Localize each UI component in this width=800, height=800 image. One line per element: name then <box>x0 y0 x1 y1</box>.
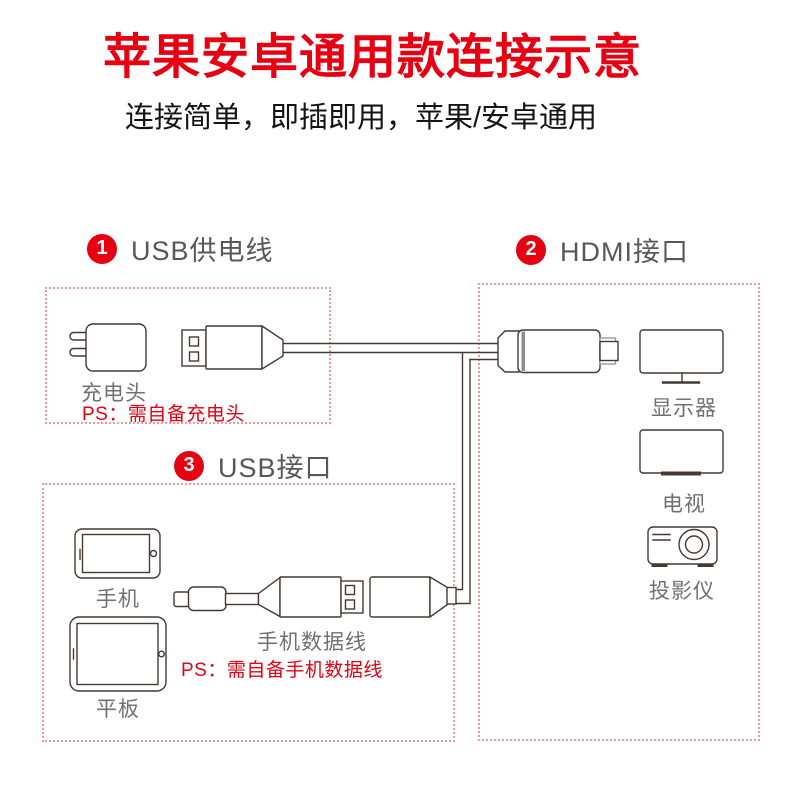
projector-label: 投影仪 <box>649 580 715 603</box>
usb-port-dashed-box <box>42 483 455 742</box>
data-cable-label: 手机数据线 <box>257 631 367 654</box>
tablet-icon <box>69 616 167 692</box>
tv-icon <box>639 429 724 476</box>
page-subtitle: 连接简单，即插即用，苹果/安卓通用 <box>124 102 598 134</box>
number-3-badge: 3 <box>174 450 204 481</box>
hdmi-connector-icon <box>497 329 619 374</box>
phone-icon <box>74 528 161 579</box>
number-2-badge: 2 <box>516 234 546 265</box>
page-title: 苹果安卓通用款连接示意 <box>102 31 642 84</box>
tv-label: 电视 <box>662 493 706 516</box>
number-1-badge: 1 <box>87 233 117 264</box>
projector-icon <box>647 526 718 567</box>
section-hdmi-title: HDMI接口 <box>560 237 689 267</box>
usb-plug-icon <box>181 324 284 371</box>
data-cable-note: PS：需自备手机数据线 <box>181 660 383 681</box>
charger-label: 充电头 <box>81 382 147 405</box>
usb-female-adapter-icon <box>369 575 457 619</box>
monitor-icon <box>639 329 724 384</box>
section-usb-power-title: USB供电线 <box>131 236 274 266</box>
monitor-label: 显示器 <box>651 397 717 420</box>
section-usb-power-header: 1 USB供电线 <box>87 229 274 268</box>
section-hdmi-header: 2 HDMI接口 <box>516 230 689 269</box>
cable-lines-icon <box>282 342 499 605</box>
charger-plug-icon <box>69 323 147 372</box>
section-usb-port-header: 3 USB接口 <box>174 446 333 485</box>
usb-power-dashed-box <box>45 287 331 424</box>
lightning-cable-icon <box>173 576 364 618</box>
charger-note: PS：需自备充电头 <box>82 404 245 425</box>
tablet-label: 平板 <box>96 698 140 721</box>
phone-label: 手机 <box>96 588 140 611</box>
hdmi-dashed-box <box>478 283 760 741</box>
section-usb-port-title: USB接口 <box>218 453 333 483</box>
